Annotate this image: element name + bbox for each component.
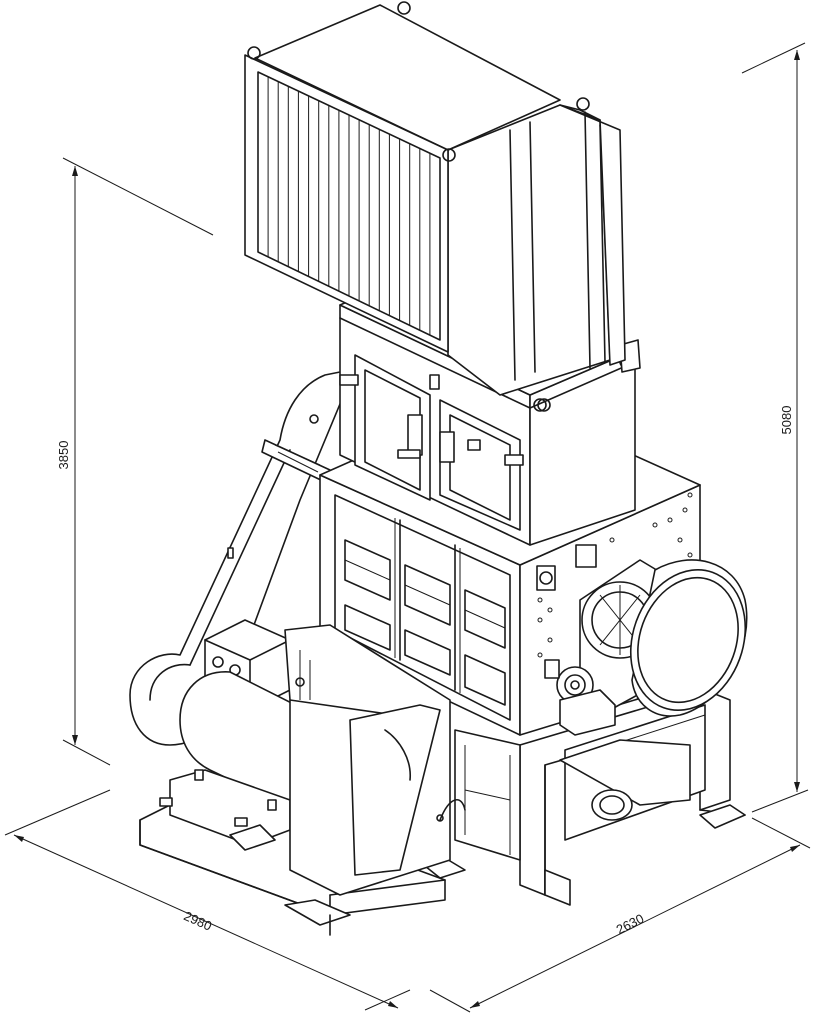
frame-holes	[537, 492, 693, 658]
dimension-3850: 3850	[56, 157, 214, 766]
lower-frame-right	[454, 689, 746, 906]
dim-label-2980: 2980	[182, 908, 215, 933]
dim-label-2630: 2630	[614, 911, 647, 937]
dim-label-5080: 5080	[779, 406, 794, 435]
louver-slats	[267, 76, 431, 336]
upper-hopper	[244, 1, 626, 412]
pulley-housing	[284, 624, 466, 896]
gear-reducer	[544, 659, 616, 736]
dimension-5080: 5080	[741, 42, 809, 813]
dim-label-3850: 3850	[56, 441, 71, 470]
flywheel	[629, 559, 748, 717]
